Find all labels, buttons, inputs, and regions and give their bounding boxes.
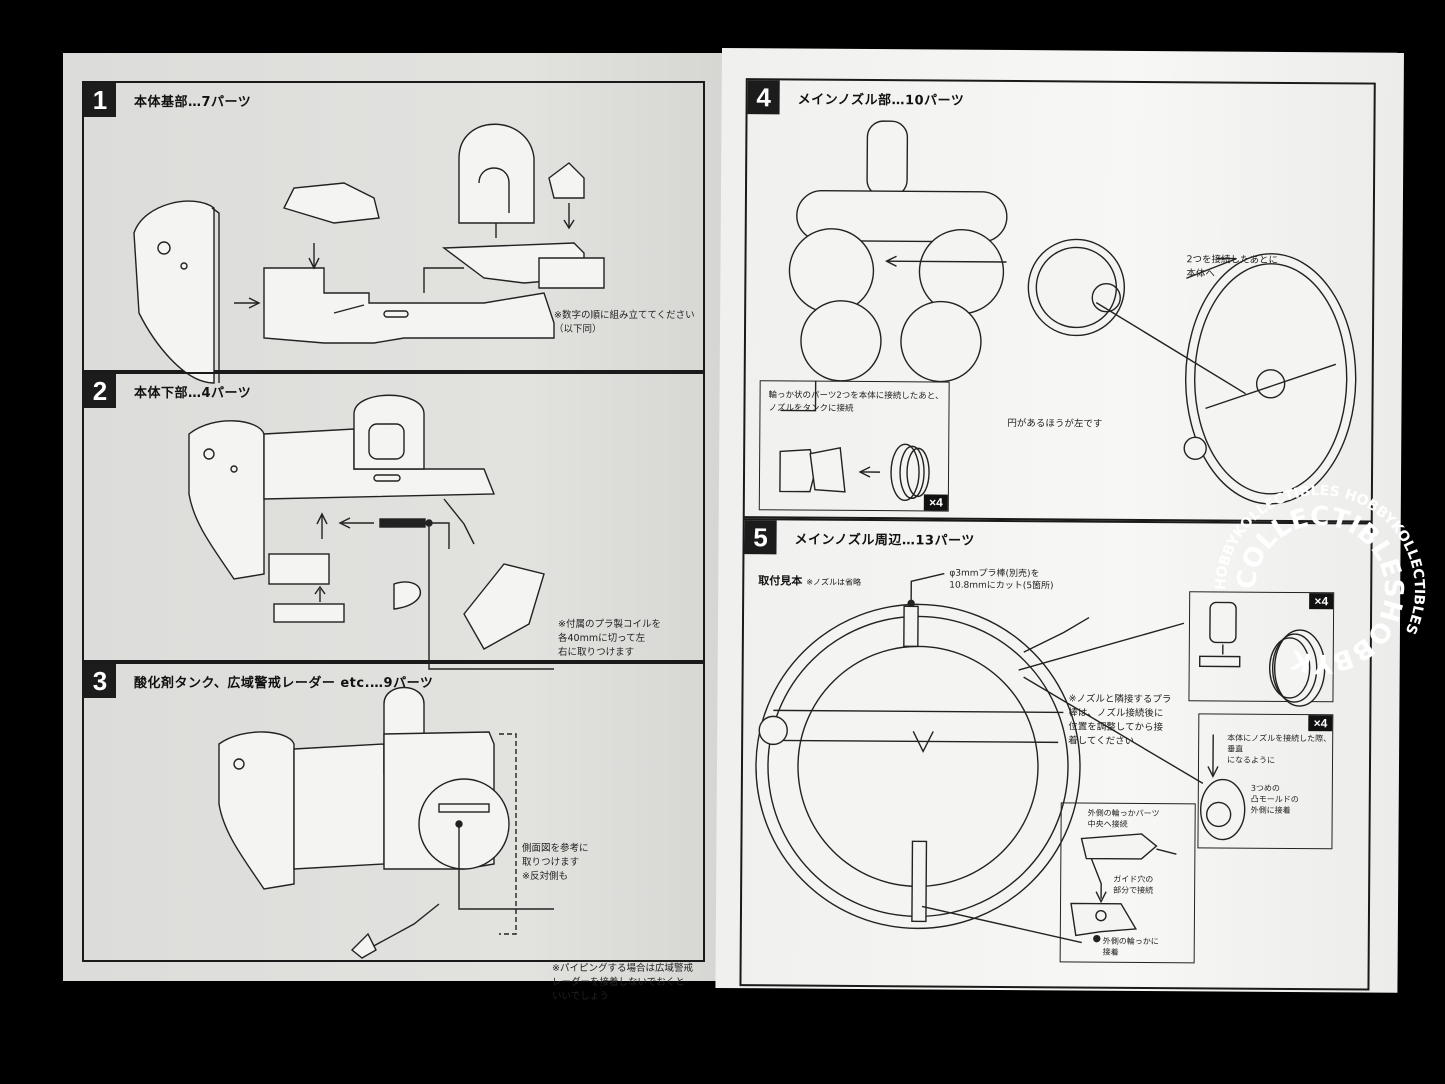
step-2-number: 2: [84, 374, 116, 408]
step-3-panel: 3 酸化剤タンク、広域警戒レーダー etc.…9パーツ 側面図を参考に 取りつけ…: [82, 662, 705, 1002]
step-4-multiplier-badge: ×4: [924, 494, 948, 511]
step-2-note: ※付属のプラ製コイルを 各40mmに切って左 右に取りつけます: [558, 619, 661, 658]
step-3-note-side-view: 側面図を参考に 取りつけます ※反対側も: [522, 843, 589, 882]
nozzle-attach-illustration: [1198, 601, 1326, 707]
step-3-illustration: [218, 686, 554, 959]
step-1-illustration: [133, 123, 605, 384]
right-page: 4 メインノズル部…10パーツ 2つを接続したあとに 本体へ 円があるほうが左で…: [715, 48, 1404, 993]
step-4-panel: 4 メインノズル部…10パーツ 2つを接続したあとに 本体へ 円があるほうが左で…: [742, 78, 1376, 523]
step-1-title: 本体基部…7パーツ: [134, 94, 252, 110]
base-body-part: [263, 267, 555, 344]
step-5-note-adjacent-rod: ※ノズルと隣接するプラ 棒は、ノズル接続後に 位置を調整してから接 着してくださ…: [1068, 693, 1172, 747]
ring-guide-illustration: [1070, 833, 1177, 943]
step-2-illustration: [188, 394, 554, 670]
nozzle-vertical-illustration: [1199, 734, 1246, 841]
step-5-nozzle-top-subbox: ×4: [1188, 591, 1335, 707]
step-5-nozzle-vertical-subbox: ×4 本体にノズルを接続した際、垂直 になるように 3つめの 凸モールドの 外側…: [1197, 713, 1334, 850]
step-4-nozzle-subbox: 輪っか状のパーツ2つを本体に接続したあと、 ノズルをタンクに接続 ×4: [758, 380, 950, 512]
step-3-note-piping: ※パイピングする場合は広域警戒 レーダーを接着しないでおくと いいでしょう: [552, 963, 693, 1002]
upper-part: [283, 182, 380, 224]
step-2-panel: 2 本体下部…4パーツ ※付属のプラ製コイルを 各40mmに切って左 右に取りつ…: [82, 372, 705, 670]
base-front-part: [133, 200, 215, 384]
step-3-number: 3: [84, 664, 116, 698]
step-3-header: 3 酸化剤タンク、広域警戒レーダー etc.…9パーツ: [84, 664, 433, 698]
step-2-header: 2 本体下部…4パーツ: [84, 374, 251, 408]
step-5-illustration: [755, 572, 1204, 944]
left-page: 1 本体基部…7パーツ ※数字の順に組み立ててください （以下同） 2: [63, 53, 723, 1002]
step-1-panel: 1 本体基部…7パーツ ※数字の順に組み立ててください （以下同）: [82, 81, 705, 384]
step-1-note: ※数字の順に組み立ててください （以下同）: [554, 310, 695, 335]
step-1-number: 1: [84, 83, 116, 117]
step-4-illustration: [780, 120, 1357, 505]
step-3-title: 酸化剤タンク、広域警戒レーダー etc.…9パーツ: [134, 675, 434, 691]
step-4-note-circle-left: 円があるほうが左です: [1007, 418, 1103, 430]
step-2-title: 本体下部…4パーツ: [134, 385, 252, 401]
step-5-note-plastic-rod: φ3mmプラ棒(別売)を 10.8mmにカット(5箇所): [949, 568, 1054, 592]
tank-part: [458, 123, 535, 224]
nozzle-illustration: [779, 443, 930, 501]
step-5-ring-guide-subbox: 外側の輪っかパーツ 中央へ接続 ガイド穴の 部分で接続 外側の輪っかに 接着: [1059, 802, 1196, 964]
step-5-panel: 5 メインノズル周辺…13パーツ 取付見本 ※ノズルは省略 φ3mmプラ棒(別売…: [739, 518, 1373, 991]
step-4-note-connect: 2つを接続したあとに 本体へ: [1186, 254, 1279, 280]
step-1-header: 1 本体基部…7パーツ: [84, 83, 251, 117]
